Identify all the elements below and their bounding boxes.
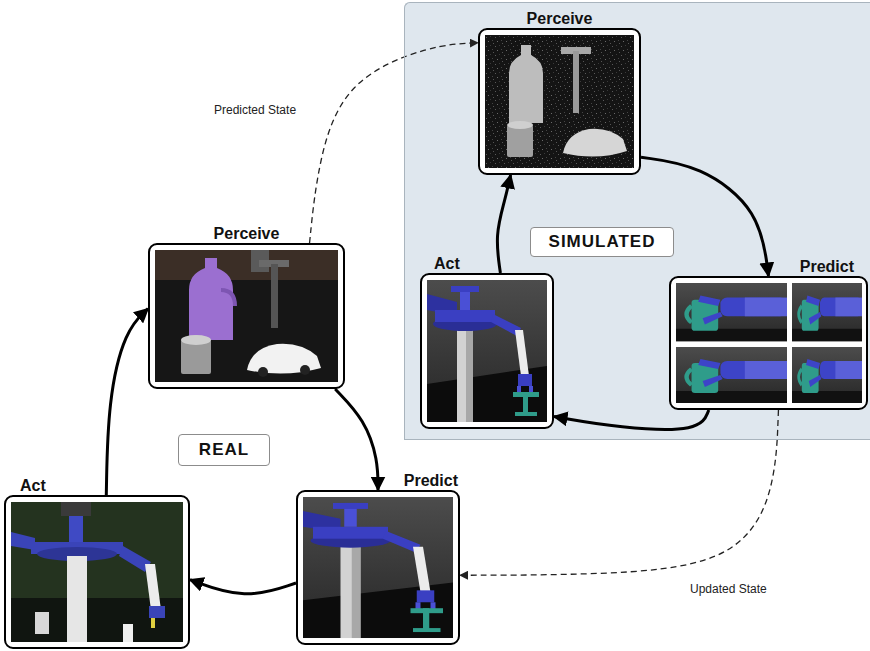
real-scene-image-part xyxy=(155,250,338,280)
real-robot-photo-part xyxy=(11,532,35,550)
cycle-arrow xyxy=(335,389,378,490)
simulated-robot-image-part xyxy=(427,280,547,422)
panel-heading: Act xyxy=(20,477,46,495)
panel-heading: Predict xyxy=(800,258,854,276)
image-panel: Act xyxy=(420,273,554,429)
point-cloud-image-part xyxy=(509,45,543,123)
panel-grounds-part xyxy=(478,28,641,175)
real-robot-photo-part xyxy=(145,564,161,610)
image-panel: Predict xyxy=(669,276,868,410)
real-scene-image-part xyxy=(181,335,211,345)
point-cloud-image-part xyxy=(507,125,533,157)
real-robot-photo-part xyxy=(11,502,183,642)
predicted-robot-image-part xyxy=(303,497,453,638)
real-scene-image-part xyxy=(155,250,338,382)
real-scene-image-part xyxy=(181,340,211,374)
grasp-predictions-image xyxy=(676,283,862,403)
real-robot-photo-part xyxy=(67,556,87,642)
image-panel: Act xyxy=(4,495,190,649)
mode-label: REAL xyxy=(199,440,249,460)
panel-grounds-part xyxy=(4,495,190,649)
connectors xyxy=(106,43,778,594)
panel-heading: Perceive xyxy=(150,225,343,243)
simulated-robot-image xyxy=(427,280,547,422)
real-robot-photo xyxy=(11,502,183,642)
cycle-arrow xyxy=(106,309,148,495)
real-robot-photo-part xyxy=(69,516,83,546)
grasp-predictions-image-part xyxy=(792,283,862,341)
mode-label: SIMULATED xyxy=(530,227,675,257)
panel-grounds-part xyxy=(669,276,868,410)
image-panel: Perceive xyxy=(478,28,641,175)
panel-heading: Predict xyxy=(404,472,458,490)
panel-grounds-part xyxy=(148,243,345,389)
cycle-arrow xyxy=(554,410,709,429)
image-panel: Perceive xyxy=(148,243,345,389)
image-panel: Predict xyxy=(296,490,460,645)
real-robot-photo-part xyxy=(149,606,165,618)
real-scene-image-part xyxy=(271,264,278,328)
panel-heading: Act xyxy=(434,255,460,273)
real-scene-image-part xyxy=(189,258,233,340)
panel-grounds-part xyxy=(420,273,554,429)
real-scene-image-part xyxy=(300,365,310,375)
real-robot-photo-part xyxy=(151,618,155,628)
panel-grounds xyxy=(4,28,868,649)
cycle-arrow xyxy=(641,157,769,276)
point-cloud-image xyxy=(485,35,634,168)
cycle-arrow xyxy=(497,175,510,273)
grasp-predictions-image-part xyxy=(792,347,862,403)
grasp-predictions-image-part xyxy=(676,283,787,341)
real-scene-image-part xyxy=(221,290,235,306)
panel-grounds-part xyxy=(296,490,460,645)
cycle-arrow xyxy=(190,580,296,594)
state-transfer-arrow xyxy=(460,410,778,575)
region-panel: SIMULATEDPerceivePredictAct xyxy=(404,2,870,440)
edge-label: Updated State xyxy=(688,582,769,597)
panel-heading: Perceive xyxy=(480,10,639,28)
predicted-robot-image xyxy=(303,497,453,638)
mode-tag: REAL xyxy=(178,434,270,466)
grasp-predictions-image-part xyxy=(676,347,787,403)
real-scene-image-part xyxy=(258,367,268,377)
edge-label: Predicted State xyxy=(212,103,298,118)
real-robot-photo-part xyxy=(123,624,133,642)
real-scene-image xyxy=(155,250,338,382)
state-transfer-arrow xyxy=(310,43,478,243)
real-robot-photo-part xyxy=(61,502,91,516)
point-cloud-image-part xyxy=(507,121,533,129)
point-cloud-image-part xyxy=(563,129,627,157)
point-cloud-image-part xyxy=(485,35,634,168)
real-robot-photo-part xyxy=(35,612,49,634)
point-cloud-image-part xyxy=(573,51,579,113)
simulated-region-fill xyxy=(404,2,870,440)
